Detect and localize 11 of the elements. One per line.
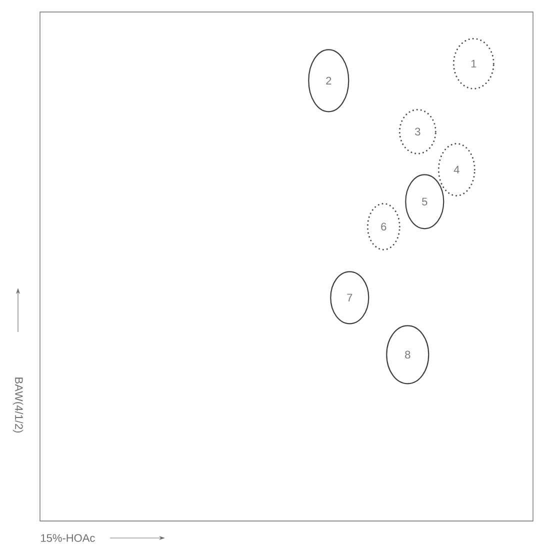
axis-label: BAW(4/1/2) [12,378,24,433]
dotted-spot: 4 [438,142,476,196]
dotted-spot: 6 [366,202,400,250]
spot-outline: 7 [330,271,370,324]
spot-outline: 5 [405,174,444,230]
dotted-spot: 3 [398,108,436,154]
dotted-spot: 1 [452,38,494,90]
spot-outline: 8 [386,325,430,384]
plate-frame [40,12,534,522]
axis-label: 15%-HOAc [41,534,95,542]
spot-outline: 2 [308,49,350,112]
